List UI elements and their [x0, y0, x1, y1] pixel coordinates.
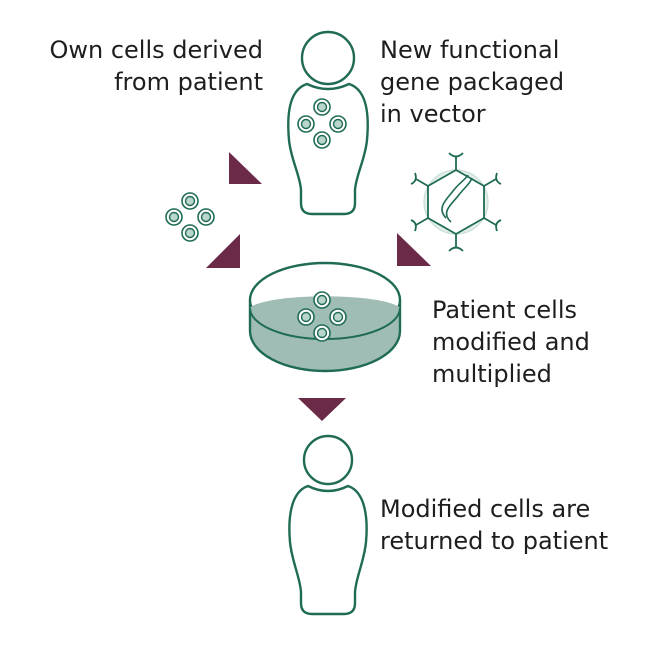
triangle-arrow-icon [206, 152, 431, 421]
arrow-cells-to-dish [206, 234, 240, 268]
person-with-cells-icon [287, 30, 369, 216]
arrow-patient-to-cells [229, 152, 262, 184]
arrow-vector-to-dish [397, 233, 431, 266]
person-icon [288, 434, 368, 616]
label-patient-cells: Patient cells modified and multiplied [432, 296, 590, 388]
arrow-dish-to-patient [298, 398, 346, 421]
label-new-gene: New functional gene packaged in vector [380, 36, 565, 128]
label-returned: Modified cells are returned to patient [380, 495, 609, 555]
petri-dish-icon [248, 261, 402, 373]
viral-vector-icon [410, 152, 502, 252]
cell-cluster-icon [165, 192, 215, 242]
label-own-cells: Own cells derived from patient [49, 36, 263, 96]
